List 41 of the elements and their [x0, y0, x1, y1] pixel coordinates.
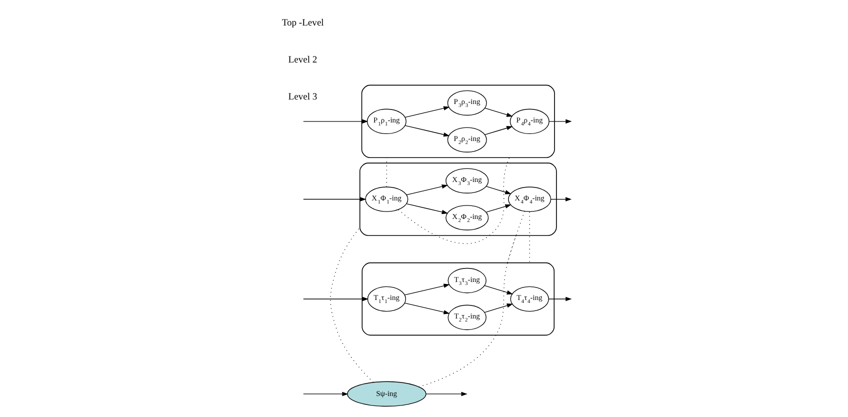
arrow [404, 284, 450, 296]
arrow [484, 126, 512, 136]
connector [528, 212, 530, 264]
arrow [404, 106, 450, 118]
node-ellipse: T$_{2}$τ$_{2}$-ing [447, 304, 486, 330]
connector [418, 235, 516, 388]
node-ellipse: T$_{3}$τ$_{3}$-ing [447, 268, 486, 294]
node-ellipse: P$_{3}$ρ$_{3}$-ing [446, 90, 486, 116]
arrow [548, 296, 572, 302]
arrow [302, 119, 368, 124]
node-ellipse: X$_{3}$Φ$_{3}$-ing [445, 168, 488, 194]
node-ellipse: T$_{1}$τ$_{1}$-ing [366, 286, 406, 312]
node-ellipse: X$_{1}$Φ$_{1}$-ing [364, 186, 408, 212]
node-ellipse: T$_{4}$τ$_{4}$-ing [510, 286, 548, 312]
node-ellipse: X$_{2}$Φ$_{2}$-ing [445, 205, 488, 230]
arrow [548, 119, 572, 124]
node-ellipse: P$_{1}$ρ$_{1}$-ing [366, 108, 406, 134]
arrow [302, 392, 348, 396]
label: Level 3 [288, 91, 317, 102]
arrow [302, 197, 366, 202]
arrow [302, 296, 368, 302]
connector [398, 157, 510, 244]
arrow [550, 197, 572, 202]
arrow [404, 302, 450, 314]
arrow [486, 204, 511, 212]
arrow [484, 285, 513, 294]
node-ellipse: P$_{2}$ρ$_{2}$-ing [446, 127, 486, 152]
arrow [425, 392, 467, 396]
arrow [486, 186, 511, 194]
arrow [406, 203, 448, 214]
node-ellipse: P$_{4}$ρ$_{4}$-ing [509, 108, 549, 134]
label: Top -Level [281, 18, 324, 29]
node-ellipse: X$_{4}$Φ$_{4}$-ing [508, 186, 551, 212]
node-ellipse: Sψ-ing [346, 381, 426, 407]
arrow [484, 304, 513, 313]
connector [330, 227, 374, 383]
arrow [404, 125, 450, 137]
arrow [406, 184, 448, 196]
label: Level 2 [288, 54, 317, 66]
connector [506, 210, 524, 264]
arrow [484, 108, 512, 117]
